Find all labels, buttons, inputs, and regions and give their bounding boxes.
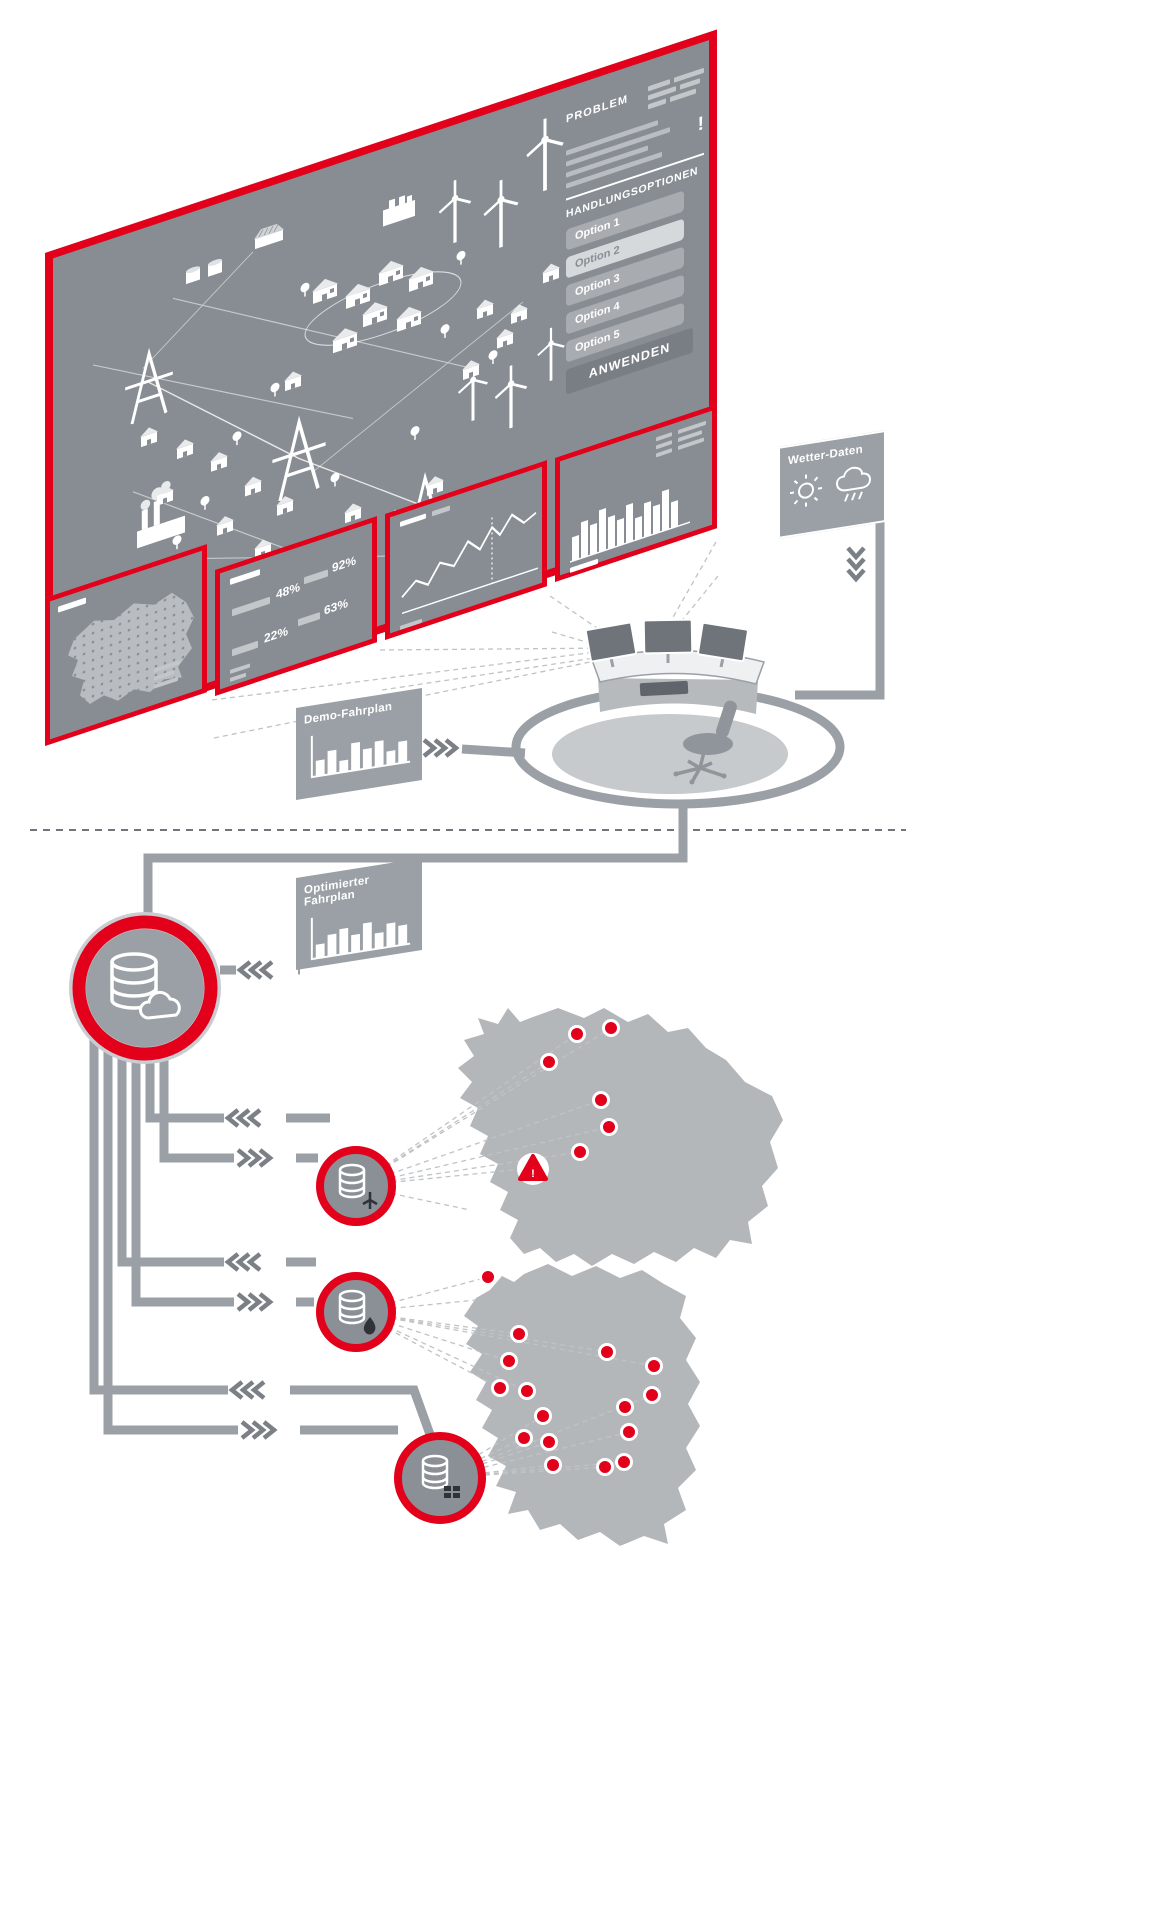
map-marker xyxy=(598,1343,616,1361)
screen-barchart xyxy=(555,404,717,582)
chevrons-right-icon xyxy=(424,740,456,756)
desk-front xyxy=(598,678,758,714)
biogas-tanks xyxy=(186,257,222,285)
map-marker xyxy=(540,1433,558,1451)
substation-2 xyxy=(316,1272,396,1352)
screen-header-bar xyxy=(230,569,260,586)
problem-panel: PROBLEM ! HANDLUNGSOPTIONEN Option 1 Opt… xyxy=(566,67,704,395)
map-marker xyxy=(616,1398,634,1416)
map-marker xyxy=(602,1019,620,1037)
biogas-icon xyxy=(363,1317,376,1335)
screen-region-map xyxy=(45,544,207,746)
desk-monitor xyxy=(584,621,638,663)
warning-marker: ! xyxy=(517,1153,549,1185)
power-plant xyxy=(383,194,415,227)
map-marker xyxy=(571,1143,589,1161)
map-marker xyxy=(540,1053,558,1071)
solar-panel-icon xyxy=(444,1486,460,1498)
substation-3 xyxy=(394,1432,486,1524)
stat-bar xyxy=(304,569,328,585)
screen-header-bar xyxy=(400,513,426,528)
map-marker xyxy=(534,1407,552,1425)
bar-chart xyxy=(570,489,690,563)
weather-panel: Wetter-Daten xyxy=(778,429,886,539)
substation-1 xyxy=(316,1146,396,1226)
warning-icon xyxy=(518,1154,548,1181)
rain-cloud-icon xyxy=(835,466,872,502)
wind-turbine-icon xyxy=(362,1192,378,1209)
optimized-plan-chart xyxy=(310,917,411,961)
map-marker xyxy=(491,1379,509,1397)
map-marker xyxy=(596,1458,614,1476)
map-marker xyxy=(615,1453,633,1471)
alert-mark: ! xyxy=(697,112,704,136)
city-scene xyxy=(92,110,566,581)
map-marker xyxy=(479,1268,497,1286)
desk-monitor xyxy=(642,618,694,655)
stat-bar xyxy=(232,640,258,657)
screen-linechart xyxy=(385,460,547,640)
demo-plan-chart xyxy=(310,735,411,779)
stat-bar xyxy=(298,612,320,627)
screen-header-bar xyxy=(432,505,450,517)
map-marker xyxy=(518,1382,536,1400)
demo-plan-panel: Demo-Fahrplan xyxy=(296,688,422,800)
optimized-plan-panel: Optimierter Fahrplan xyxy=(296,858,422,970)
map-markers xyxy=(479,1019,663,1476)
main-screen: PROBLEM ! HANDLUNGSOPTIONEN Option 1 Opt… xyxy=(45,29,717,746)
map-marker xyxy=(544,1456,562,1474)
map-marker xyxy=(515,1429,533,1447)
solar-barn xyxy=(254,223,284,250)
map-marker xyxy=(510,1325,528,1343)
cloud-icon xyxy=(139,990,181,1020)
stat-bar xyxy=(232,596,270,617)
map-marker xyxy=(592,1091,610,1109)
map-marker xyxy=(500,1352,518,1370)
map-marker xyxy=(568,1025,586,1043)
map-marker xyxy=(600,1118,618,1136)
weather-icons xyxy=(790,466,872,507)
central-database xyxy=(69,912,221,1064)
legend-bar xyxy=(230,663,250,675)
keyboard xyxy=(639,680,689,697)
percent-value: 63% xyxy=(324,595,349,618)
percent-value: 22% xyxy=(264,623,289,646)
office-chair xyxy=(673,700,737,785)
region-map-south xyxy=(464,1264,700,1546)
legend-bar xyxy=(230,672,246,683)
desk-monitor xyxy=(697,621,749,663)
map-marker xyxy=(645,1357,663,1375)
percent-value: 92% xyxy=(332,553,357,576)
line-chart xyxy=(401,512,538,615)
sun-icon xyxy=(790,474,822,507)
control-desk-group xyxy=(511,618,845,809)
flow-chevrons xyxy=(224,548,864,1442)
percent-value: 48% xyxy=(276,579,301,602)
chevrons-down-icon xyxy=(848,548,864,579)
warning-exclamation: ! xyxy=(531,1168,535,1180)
platform xyxy=(552,714,788,794)
region-map-north xyxy=(458,1008,783,1266)
map-marker xyxy=(620,1423,638,1441)
power-line xyxy=(148,381,426,508)
map-marker xyxy=(643,1386,661,1404)
